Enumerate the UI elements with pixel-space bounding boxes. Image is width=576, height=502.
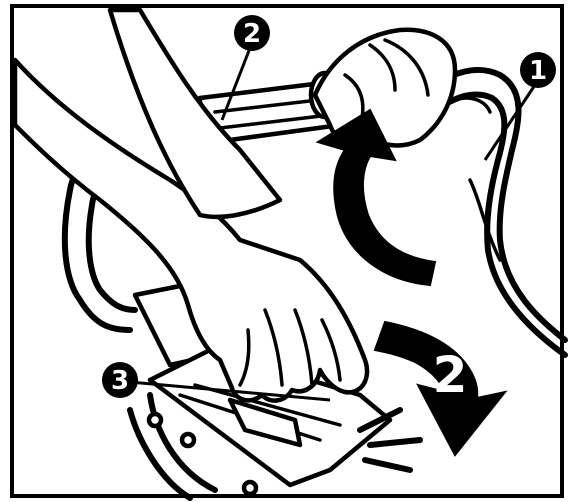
step-arrow-1-label: 1	[383, 183, 418, 241]
callout-2: 2	[234, 15, 270, 51]
callout-2-label: 2	[243, 19, 261, 49]
step-arrow-2-label: 2	[433, 346, 468, 404]
callout-3: 3	[102, 362, 138, 398]
callout-1-label: 1	[529, 56, 547, 86]
callout-3-label: 3	[111, 366, 129, 396]
callout-1: 1	[520, 52, 556, 88]
